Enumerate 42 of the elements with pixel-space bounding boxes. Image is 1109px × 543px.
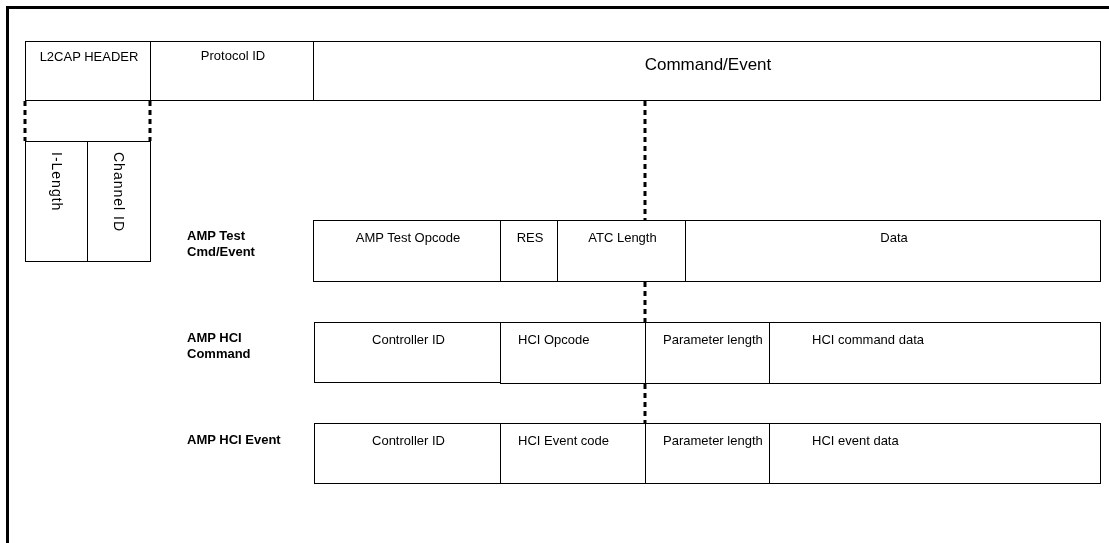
field-box [25, 141, 88, 262]
field-label: Command/Event [643, 57, 773, 73]
field-box [313, 220, 501, 282]
field-box [769, 322, 1101, 384]
field-label: Parameter length [663, 433, 764, 449]
field-box [150, 41, 314, 101]
field-label: HCI Event code [518, 433, 611, 449]
connector-line [643, 384, 647, 423]
field-box [87, 141, 151, 262]
field-label: RES [515, 230, 545, 246]
field-box [645, 423, 770, 484]
connector-line [148, 101, 152, 141]
field-label: HCI command data [812, 332, 925, 348]
row-label: AMP Test Cmd/Event [187, 228, 256, 260]
field-box [25, 41, 151, 101]
field-box [313, 41, 1101, 101]
field-label: Protocol ID [199, 48, 267, 64]
row-label: AMP HCI Event [187, 432, 282, 448]
field-box [314, 423, 501, 484]
connector-line [23, 101, 27, 141]
field-box [314, 322, 501, 383]
field-label: HCI Opcode [518, 332, 591, 348]
field-box [645, 322, 770, 384]
field-label: AMP Test Opcode [354, 230, 462, 246]
field-box [500, 423, 646, 484]
field-label: Controller ID [371, 332, 446, 348]
field-label: L2CAP HEADER [38, 49, 140, 65]
connector-line [643, 101, 647, 220]
field-label: Data [879, 230, 909, 246]
field-box [769, 423, 1101, 484]
field-label: Controller ID [371, 433, 446, 449]
field-box [500, 220, 558, 282]
field-label: I-Length [48, 152, 65, 212]
field-label: HCI event data [812, 433, 900, 449]
row-label: AMP HCI Command [187, 330, 252, 362]
field-box [500, 322, 646, 384]
field-box [685, 220, 1101, 282]
field-box [557, 220, 686, 282]
field-label: ATC Length [587, 230, 658, 246]
field-label: Parameter length [663, 332, 764, 348]
field-label: Channel ID [111, 152, 127, 233]
connector-line [643, 282, 647, 322]
